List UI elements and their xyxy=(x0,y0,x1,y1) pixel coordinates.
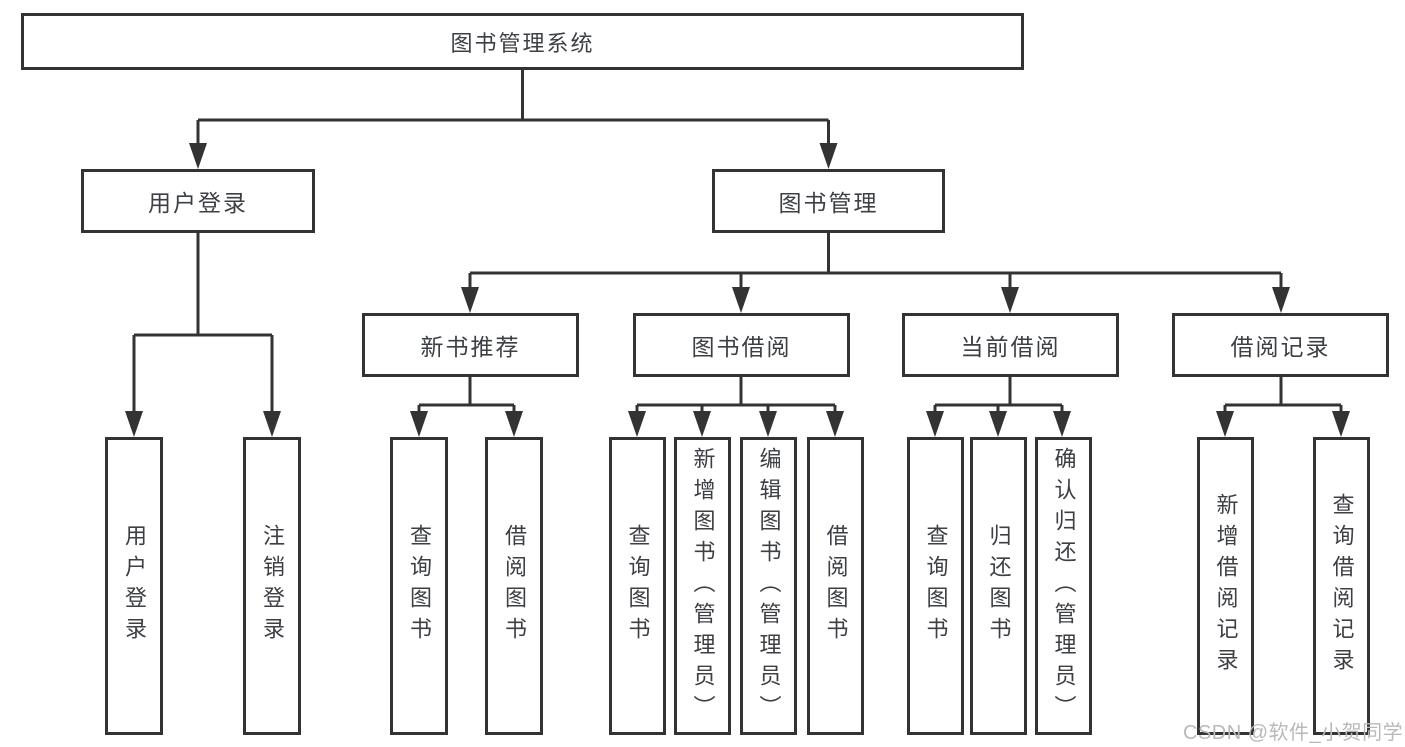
node-borrow-records-label: 借阅记录 xyxy=(1230,334,1331,360)
leaf-edit-book-admin-label: 编辑图书（管理员） xyxy=(756,446,782,726)
leaf-query-books-recommend: 查询图书 xyxy=(390,437,448,735)
arrow-down-icon xyxy=(189,143,207,169)
leaf-query-books-borrowing: 查询图书 xyxy=(609,437,666,735)
leaf-confirm-return-admin-label: 确认归还（管理员） xyxy=(1051,446,1077,726)
node-borrow-records: 借阅记录 xyxy=(1172,313,1389,377)
leaf-edit-book-admin: 编辑图书（管理员） xyxy=(740,437,797,735)
leaf-borrow-books-recommend: 借阅图书 xyxy=(485,437,543,735)
arrow-down-icon xyxy=(732,287,750,313)
leaf-query-borrow-record-label: 查询借阅记录 xyxy=(1329,493,1355,679)
connector xyxy=(468,233,1283,291)
arrow-down-icon xyxy=(1216,411,1234,437)
leaf-add-book-admin-label: 新增图书（管理员） xyxy=(690,446,716,726)
arrow-down-icon xyxy=(461,287,479,313)
arrow-down-icon xyxy=(1053,411,1071,437)
connector xyxy=(417,377,516,415)
arrow-down-icon xyxy=(826,411,844,437)
arrow-down-icon xyxy=(1001,287,1019,313)
node-new-book-recommend-label: 新书推荐 xyxy=(420,334,521,360)
arrow-down-icon xyxy=(1272,287,1290,313)
node-book-management-label: 图书管理 xyxy=(778,190,879,216)
node-user-login: 用户登录 xyxy=(81,169,315,233)
arrow-down-icon xyxy=(759,411,777,437)
connector xyxy=(635,377,837,415)
arrow-down-icon xyxy=(263,411,281,437)
arrow-down-icon xyxy=(505,411,523,437)
connector xyxy=(1223,377,1343,415)
arrow-down-icon xyxy=(1332,411,1350,437)
leaf-user-login-label: 用户登录 xyxy=(122,524,147,648)
watermark-text: CSDN @软件_小贺同学 xyxy=(1183,722,1404,744)
arrow-down-icon xyxy=(819,143,838,169)
leaf-logout-label: 注销登录 xyxy=(260,524,285,648)
leaf-user-login: 用户登录 xyxy=(105,437,163,735)
leaf-borrow-books-recommend-label: 借阅图书 xyxy=(502,524,527,648)
arrow-down-icon xyxy=(989,411,1007,437)
node-root: 图书管理系统 xyxy=(21,13,1024,70)
leaf-return-books-label: 归还图书 xyxy=(986,524,1012,648)
node-book-borrowing-label: 图书借阅 xyxy=(691,334,792,360)
connector xyxy=(132,233,274,415)
leaf-query-books-recommend-label: 查询图书 xyxy=(407,524,432,648)
arrow-down-icon xyxy=(628,411,646,437)
arrow-down-icon xyxy=(125,411,143,437)
leaf-return-books: 归还图书 xyxy=(970,437,1027,735)
node-root-label: 图书管理系统 xyxy=(450,30,595,56)
node-book-management: 图书管理 xyxy=(712,169,945,233)
node-user-login-label: 用户登录 xyxy=(148,190,248,216)
arrow-down-icon xyxy=(693,411,711,437)
leaf-borrow-books-label: 借阅图书 xyxy=(823,524,849,648)
node-book-borrowing: 图书借阅 xyxy=(633,313,850,377)
node-current-borrowing: 当前借阅 xyxy=(902,313,1119,377)
arrow-down-icon xyxy=(410,411,428,437)
connector xyxy=(933,377,1064,415)
leaf-query-borrow-record: 查询借阅记录 xyxy=(1313,437,1370,735)
leaf-add-borrow-record: 新增借阅记录 xyxy=(1197,437,1254,735)
leaf-query-books-current: 查询图书 xyxy=(907,437,964,735)
node-new-book-recommend: 新书推荐 xyxy=(362,313,579,377)
leaf-query-books-borrowing-label: 查询图书 xyxy=(625,524,651,648)
leaf-confirm-return-admin: 确认归还（管理员） xyxy=(1035,437,1092,735)
leaf-add-book-admin: 新增图书（管理员） xyxy=(674,437,731,735)
node-current-borrowing-label: 当前借阅 xyxy=(960,334,1061,360)
connector xyxy=(196,69,830,147)
leaf-query-books-current-label: 查询图书 xyxy=(923,524,949,648)
leaf-add-borrow-record-label: 新增借阅记录 xyxy=(1213,493,1239,679)
leaf-logout: 注销登录 xyxy=(243,437,301,735)
arrow-down-icon xyxy=(926,411,944,437)
leaf-borrow-books: 借阅图书 xyxy=(807,437,864,735)
